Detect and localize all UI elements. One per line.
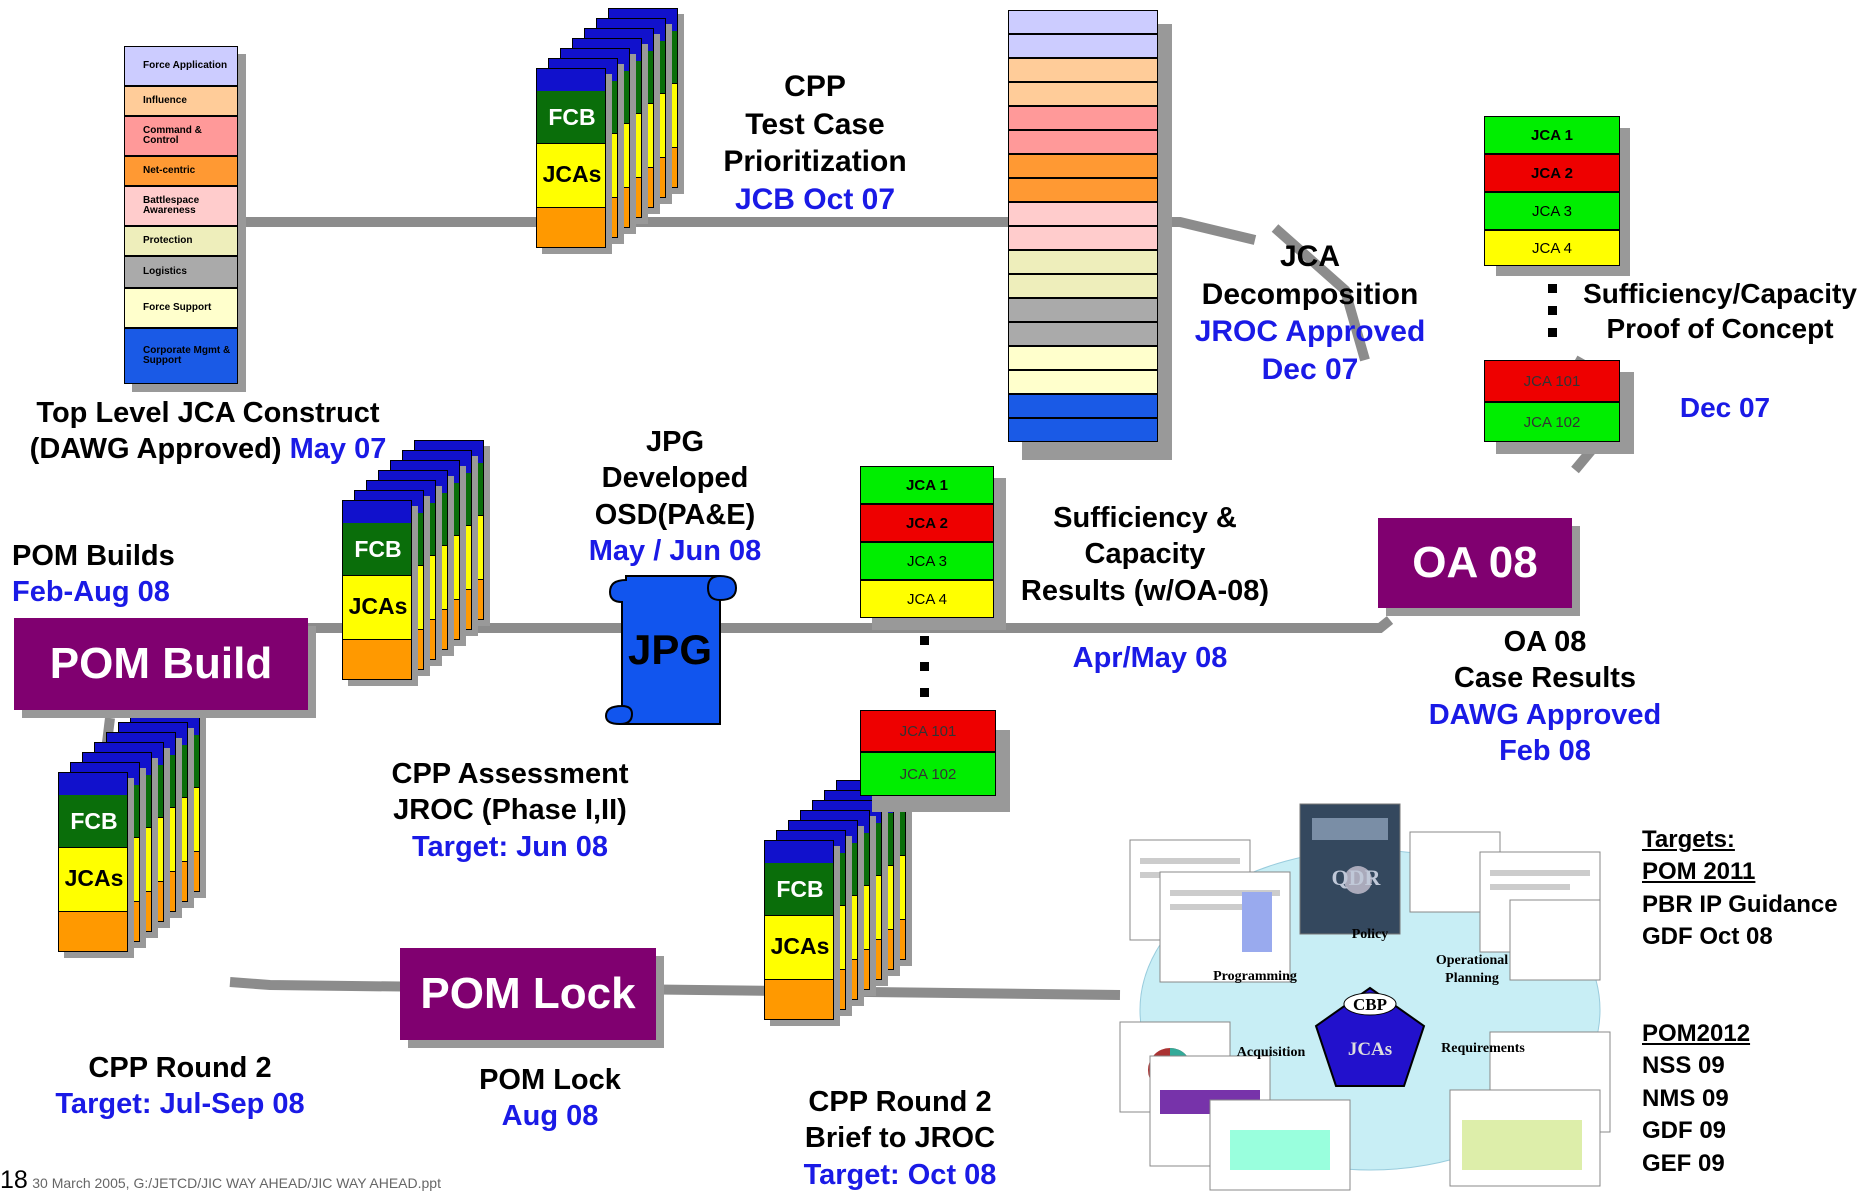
cbp-programming: Programming xyxy=(1213,969,1297,984)
fcb-label: FCB xyxy=(354,536,402,562)
tl-protection: Protection xyxy=(124,226,238,256)
page-number: 18 xyxy=(0,1166,28,1194)
decomp-row xyxy=(1008,10,1158,34)
decomp-row xyxy=(1008,226,1158,250)
cbp-center: CBP xyxy=(1353,995,1387,1014)
jca-mid-4: JCA 4 xyxy=(860,580,994,618)
jca-top-4: JCA 4 xyxy=(1484,230,1620,266)
sufficiency-poc-date: Dec 07 xyxy=(1679,392,1771,423)
tl-influence: Influence xyxy=(124,86,238,116)
fcb-label: FCB xyxy=(548,104,596,130)
top-level-jca-stack: Force Application Influence Command & Co… xyxy=(124,46,246,392)
jcas-label: JCAs xyxy=(348,593,408,619)
tl-force-application: Force Application xyxy=(124,46,238,86)
pom-build-pill: POM Build xyxy=(14,618,308,710)
targets-block: Targets: POM 2011 PBR IP Guidance GDF Oc… xyxy=(1642,826,1838,951)
tl-battlespace-awareness: Battlespace Awareness xyxy=(124,186,238,226)
jca-top-101: JCA 101 xyxy=(1484,360,1620,402)
jca-mid-3: JCA 3 xyxy=(860,542,994,580)
targets-pom2012: POM2012 NSS 09 NMS 09 GDF 09 GEF 09 xyxy=(1642,1020,1751,1177)
decomp-row xyxy=(1008,34,1158,58)
footer-path: 30 March 2005, G:/JETCD/JIC WAY AHEAD/JI… xyxy=(32,1175,441,1191)
oa08-pill: OA 08 xyxy=(1378,518,1572,608)
cbp-jcas: JCAs xyxy=(1347,1039,1393,1060)
decomp-row xyxy=(1008,202,1158,226)
jca-top-1: JCA 1 xyxy=(1484,116,1620,154)
jca-top-2: JCA 2 xyxy=(1484,154,1620,192)
tl-corporate-mgmt: Corporate Mgmt & Support xyxy=(124,328,238,384)
decomp-row xyxy=(1008,346,1158,370)
stack-card: FCB JCAs xyxy=(536,68,606,248)
fcb-label: FCB xyxy=(776,876,824,902)
sufficiency-results-date: Apr/May 08 xyxy=(1072,642,1228,674)
tl-net-centric: Net-centric xyxy=(124,156,238,186)
top-level-caption: Top Level JCA Construct (DAWG Approved) … xyxy=(29,397,387,466)
decomp-row xyxy=(1008,370,1158,394)
jca-top-3: JCA 3 xyxy=(1484,192,1620,230)
jcas-label: JCAs xyxy=(770,933,830,959)
jca-top-102: JCA 102 xyxy=(1484,402,1620,442)
jcas-label: JCAs xyxy=(542,161,602,187)
decomp-row xyxy=(1008,154,1158,178)
jpg-scroll-icon xyxy=(604,575,738,725)
jca-mid-102: JCA 102 xyxy=(860,752,996,796)
decomp-row xyxy=(1008,322,1158,346)
jca-decomposition-stack xyxy=(1008,10,1172,460)
decomp-row xyxy=(1008,298,1158,322)
decomp-row xyxy=(1008,58,1158,82)
footer: 18 30 March 2005, G:/JETCD/JIC WAY AHEAD… xyxy=(0,1166,441,1195)
decomp-row xyxy=(1008,82,1158,106)
tl-force-support: Force Support xyxy=(124,288,238,328)
stack-card: FCB JCAs xyxy=(764,840,834,1020)
cbp-qdr: QDR xyxy=(1331,865,1381,890)
tl-command-control: Command & Control xyxy=(124,116,238,156)
jcas-label: JCAs xyxy=(64,865,124,891)
cbp-acquisition: Acquisition xyxy=(1236,1045,1306,1060)
decomp-row xyxy=(1008,106,1158,130)
jca-mid-1: JCA 1 xyxy=(860,466,994,504)
stack-card: FCB JCAs xyxy=(58,772,128,952)
decomp-row xyxy=(1008,394,1158,418)
decomp-row xyxy=(1008,418,1158,442)
jca-mid-2: JCA 2 xyxy=(860,504,994,542)
fcb-label: FCB xyxy=(70,808,118,834)
cbp-requirements: Requirements xyxy=(1441,1041,1525,1056)
pom-lock-pill: POM Lock xyxy=(400,948,656,1040)
decomp-row xyxy=(1008,274,1158,298)
decomp-row xyxy=(1008,178,1158,202)
cbp-diagram xyxy=(1119,803,1611,1191)
jca-mid-101: JCA 101 xyxy=(860,710,996,752)
cbp-policy: Policy xyxy=(1351,927,1389,942)
decomp-row xyxy=(1008,130,1158,154)
decomp-row xyxy=(1008,250,1158,274)
stack-card: FCB JCAs xyxy=(342,500,412,680)
jpg-scroll-label: JPG xyxy=(627,626,713,673)
tl-logistics: Logistics xyxy=(124,256,238,288)
